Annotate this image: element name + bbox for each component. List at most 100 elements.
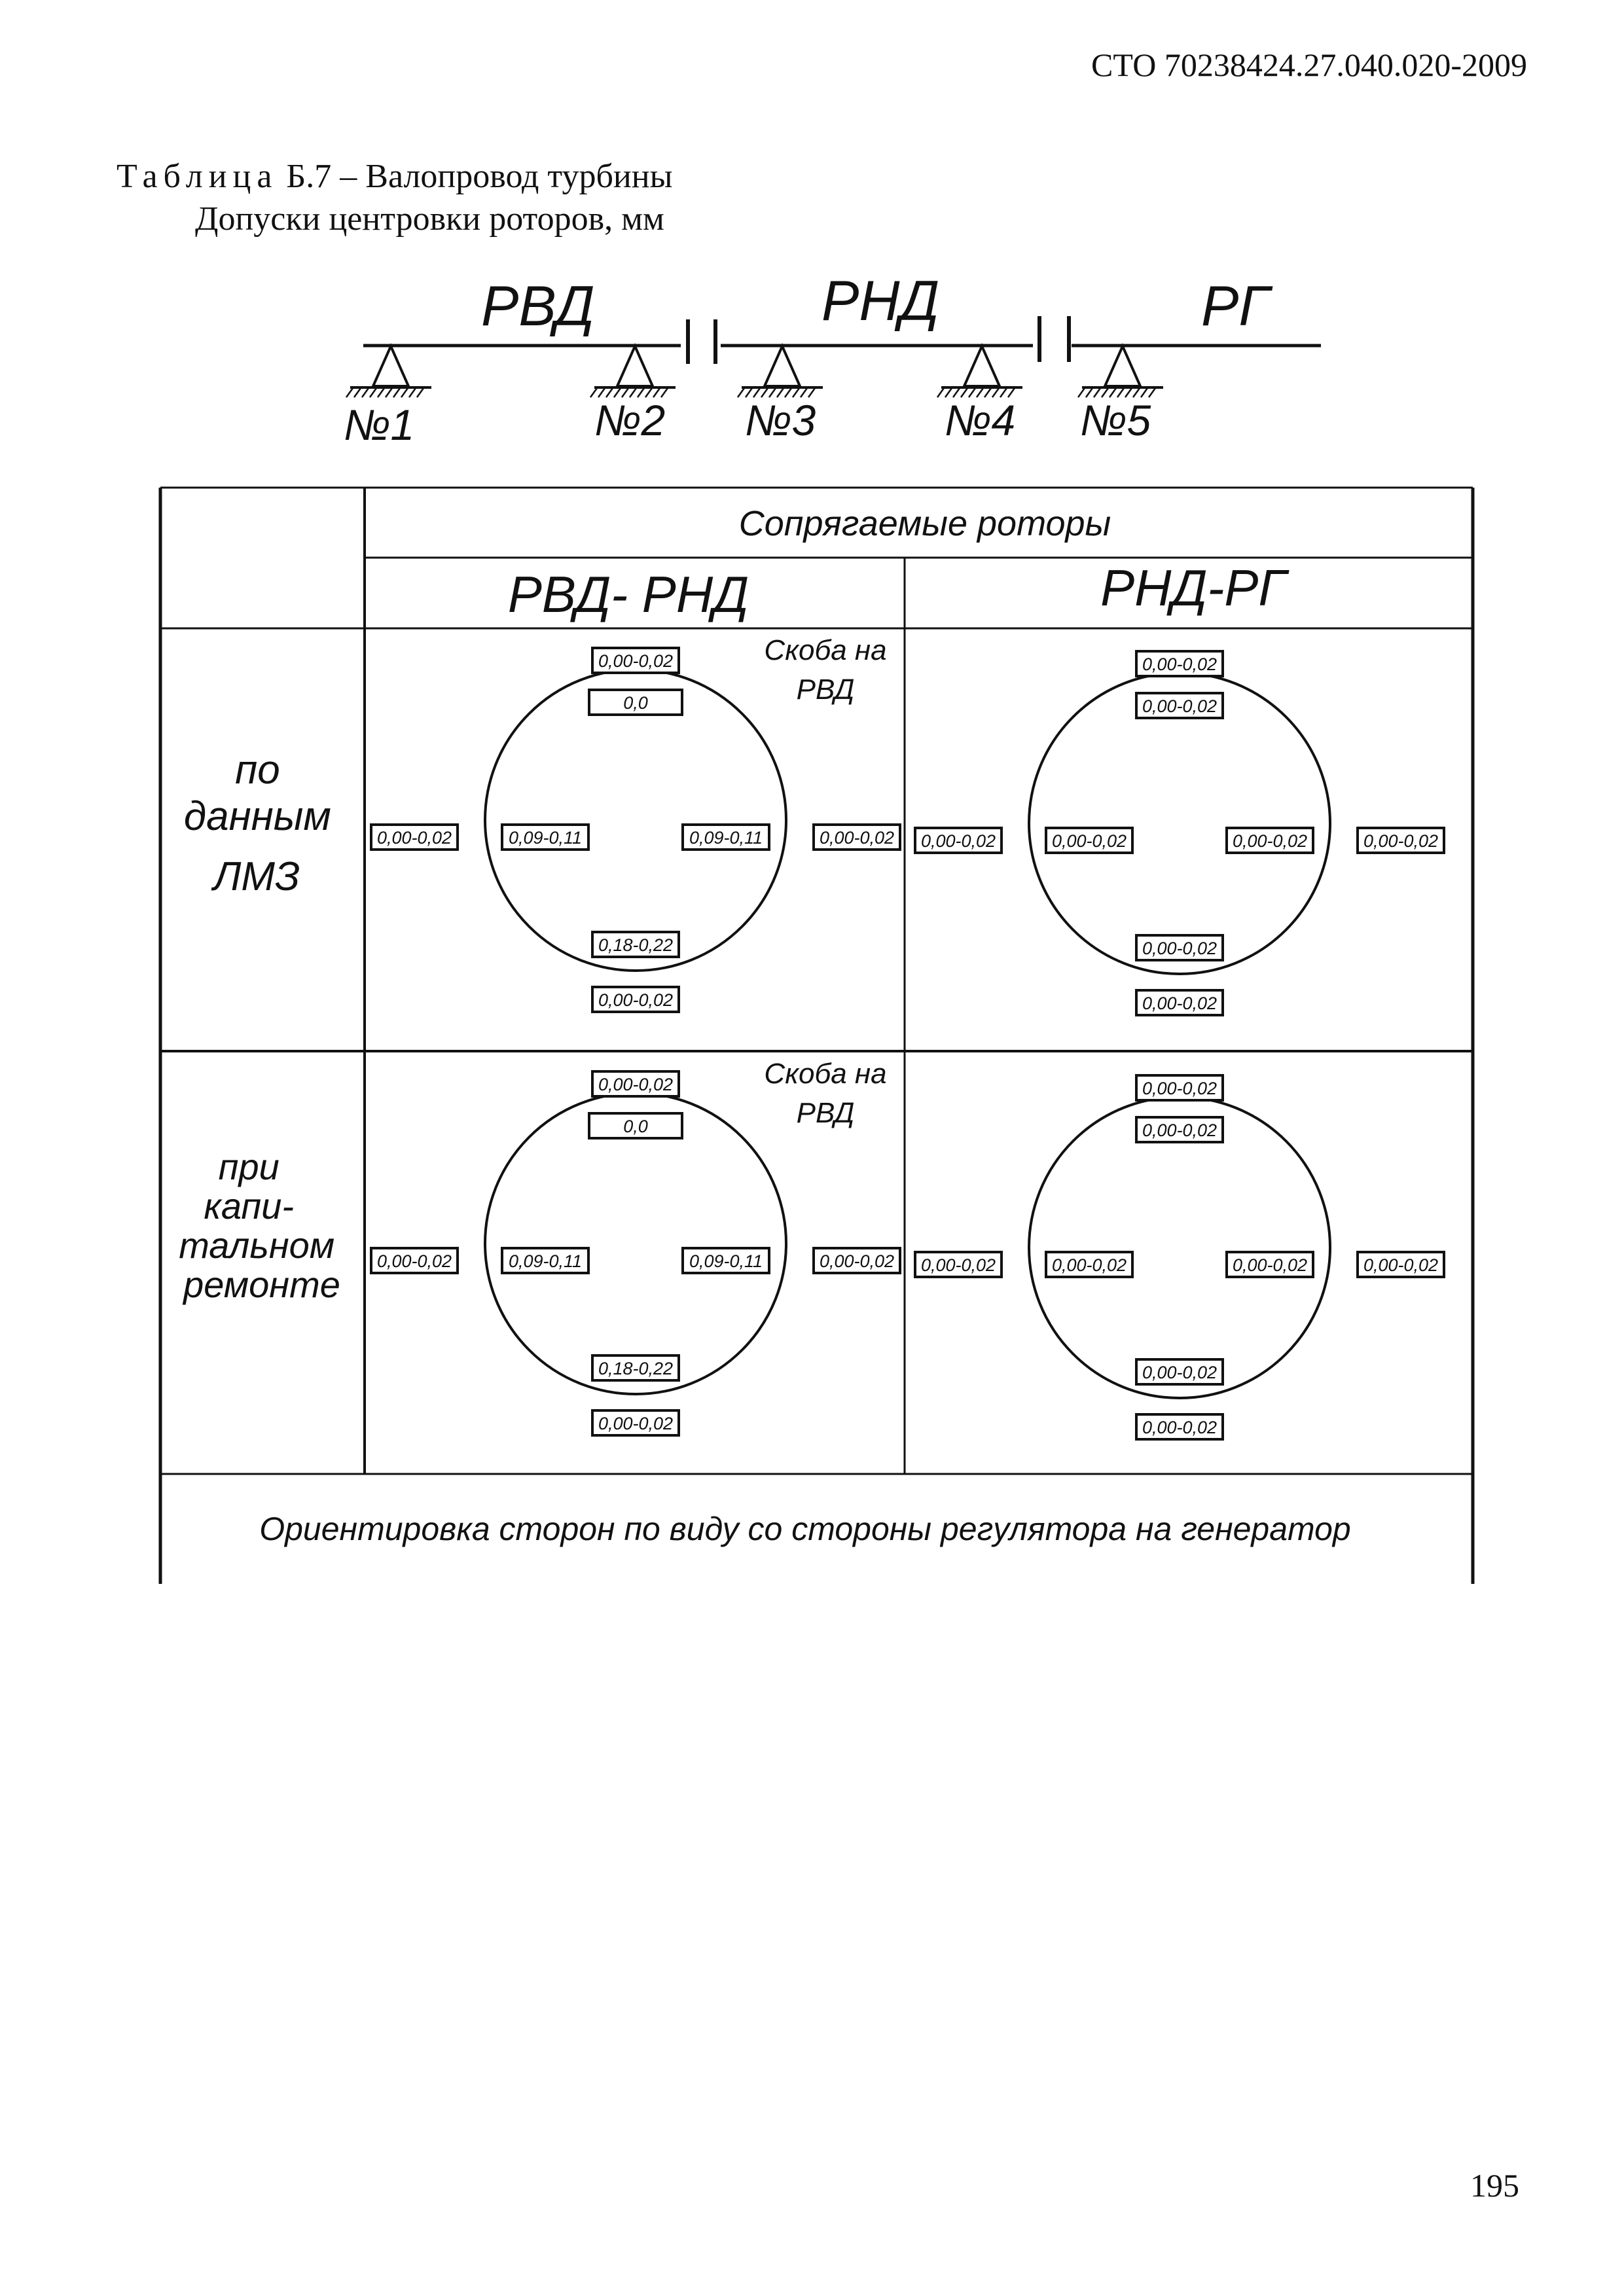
bearing-label-2: №2 xyxy=(594,396,665,444)
svg-text:0,09-0,11: 0,09-0,11 xyxy=(689,828,763,848)
diagram-r2-c2-inner-top-tolerance: 0,00-0,02 xyxy=(1135,1116,1224,1143)
diagram-r1-c2-outer-bottom-tolerance: 0,00-0,02 xyxy=(1135,989,1224,1016)
diagram-r2-c1-inner-right-tolerance: 0,09-0,11 xyxy=(681,1247,770,1274)
diagram-r2-c1-outer-right-tolerance: 0,00-0,02 xyxy=(812,1247,901,1274)
svg-text:0,00-0,02: 0,00-0,02 xyxy=(377,828,452,848)
tolerance-table xyxy=(158,486,1475,1584)
rotor-label-rvd: РВД xyxy=(481,275,594,338)
svg-text:0,00-0,02: 0,00-0,02 xyxy=(598,651,673,671)
svg-text:0,0: 0,0 xyxy=(623,1117,648,1136)
svg-text:0,00-0,02: 0,00-0,02 xyxy=(1142,655,1217,674)
row-label-lmz-line-1: по xyxy=(235,747,280,793)
rotor-label-rg: РГ xyxy=(1201,275,1273,338)
diagram-r1-c2-inner-top-tolerance: 0,00-0,02 xyxy=(1135,692,1224,719)
bearing-support-3-icon xyxy=(736,343,823,398)
svg-text:0,00-0,02: 0,00-0,02 xyxy=(1363,831,1438,851)
svg-text:0,00-0,02: 0,00-0,02 xyxy=(1233,1255,1307,1275)
bearing-support-1-icon xyxy=(345,343,431,398)
svg-text:0,09-0,11: 0,09-0,11 xyxy=(509,1251,582,1271)
svg-text:0,00-0,02: 0,00-0,02 xyxy=(377,1251,452,1271)
svg-text:0,09-0,11: 0,09-0,11 xyxy=(509,828,582,848)
svg-text:0,00-0,02: 0,00-0,02 xyxy=(598,1414,673,1433)
diagram-r2-c1: 0,00-0,02 0,0 0,00-0,02 0,09-0,11 0,09-0,11 0… xyxy=(370,1058,901,1437)
shaft-scheme: РВД РНД РГ №1 №2 №3 №4 №5 xyxy=(344,270,1321,449)
svg-text:0,00-0,02: 0,00-0,02 xyxy=(921,831,996,851)
row-label-lmz-line-3: ЛМЗ xyxy=(211,854,300,899)
diagram-r1-c1-inner-right-tolerance: 0,09-0,11 xyxy=(681,823,770,851)
diagram-r2-c1-outer-left-tolerance: 0,00-0,02 xyxy=(370,1247,459,1274)
bearing-label-1: №1 xyxy=(344,401,414,449)
svg-text:0,00-0,02: 0,00-0,02 xyxy=(1052,1255,1127,1275)
svg-text:0,00-0,02: 0,00-0,02 xyxy=(598,990,673,1010)
svg-text:0,00-0,02: 0,00-0,02 xyxy=(1052,831,1127,851)
diagram-r1-c1-outer-right-tolerance: 0,00-0,02 xyxy=(812,823,901,851)
diagram-r2-c2-outer-left-tolerance: 0,00-0,02 xyxy=(914,1251,1003,1278)
document-code: СТО 70238424.27.040.020-2009 xyxy=(1091,46,1527,83)
diagram-r2-c2-outer-right-tolerance: 0,00-0,02 xyxy=(1356,1251,1445,1278)
row-label-overhaul-line-3: тальном xyxy=(179,1225,334,1266)
diagram-r2-c2-outer-bottom-tolerance: 0,00-0,02 xyxy=(1135,1413,1224,1441)
bearing-support-5-icon xyxy=(1077,343,1163,398)
diagram-r1-c2-inner-bottom-tolerance: 0,00-0,02 xyxy=(1135,934,1224,961)
column-header-rnd-rg: РНД-РГ xyxy=(1100,559,1290,617)
diagram-r1-c2-outer-right-tolerance: 0,00-0,02 xyxy=(1356,827,1445,854)
row-label-overhaul: при капи- тальном ремонте xyxy=(179,1146,344,1305)
diagram-r1-c2-inner-left-tolerance: 0,00-0,02 xyxy=(1045,827,1134,854)
page-number: 195 xyxy=(1470,2167,1519,2204)
bearing-label-5: №5 xyxy=(1080,396,1151,444)
bearing-support-2-icon xyxy=(589,343,676,398)
diagram-r1-c2-outer-top-tolerance: 0,00-0,02 xyxy=(1135,650,1224,677)
row-label-overhaul-line-2: капи- xyxy=(204,1185,294,1227)
table-title: Таблица Б.7 – Валопровод турбины xyxy=(117,156,673,198)
svg-text:0,18-0,22: 0,18-0,22 xyxy=(598,1359,673,1378)
table-title-text: Б.7 – Валопровод турбины xyxy=(278,158,673,195)
diagram-r1-c2-inner-right-tolerance: 0,00-0,02 xyxy=(1225,827,1314,854)
svg-text:0,00-0,02: 0,00-0,02 xyxy=(1363,1255,1438,1275)
alignment-diagrams: 0,00-0,02 0,0 0,00-0,02 0,09-0,11 0,09-0,11 0… xyxy=(370,634,1445,1441)
row-label-lmz: по данным ЛМЗ xyxy=(184,747,342,899)
diagram-r1-c2-outer-left-tolerance: 0,00-0,02 xyxy=(914,827,1003,854)
column-header-rvd-rnd: РВД- РНД xyxy=(508,565,749,623)
row-label-lmz-line-2: данным xyxy=(184,794,331,839)
svg-text:0,00-0,02: 0,00-0,02 xyxy=(1233,831,1307,851)
orientation-note: Ориентировка сторон по виду со стороны р… xyxy=(259,1511,1351,1547)
row-label-overhaul-line-4: ремонте xyxy=(182,1264,340,1305)
group-header: Сопрягаемые роторы xyxy=(739,504,1111,543)
svg-text:0,00-0,02: 0,00-0,02 xyxy=(1142,696,1217,716)
row-label-overhaul-line-1: при xyxy=(219,1146,280,1187)
svg-text:0,00-0,02: 0,00-0,02 xyxy=(1142,1418,1217,1437)
svg-text:0,00-0,02: 0,00-0,02 xyxy=(1142,1079,1217,1098)
diagram-r2-c2-inner-bottom-tolerance: 0,00-0,02 xyxy=(1135,1358,1224,1386)
table-subtitle: Допуски центровки роторов, мм xyxy=(195,200,664,238)
diagram-r1-c2: 0,00-0,02 0,00-0,02 0,00-0,02 0,00-0,02 0,00… xyxy=(914,650,1445,1016)
svg-text:0,00-0,02: 0,00-0,02 xyxy=(820,828,894,848)
svg-text:0,00-0,02: 0,00-0,02 xyxy=(1142,1121,1217,1140)
diagram-r1-c1-outer-left-tolerance: 0,00-0,02 xyxy=(370,823,459,851)
diagram-r1-c1-outer-bottom-tolerance: 0,00-0,02 xyxy=(591,986,680,1013)
diagram-r2-c2: 0,00-0,02 0,00-0,02 0,00-0,02 0,00-0,02 0,00… xyxy=(914,1074,1445,1441)
diagram-r2-c1-outer-top-tolerance: 0,00-0,02 xyxy=(591,1070,680,1098)
svg-text:0,18-0,22: 0,18-0,22 xyxy=(598,935,673,955)
table-title-label: Таблица xyxy=(117,158,278,195)
diagram-r2-c2-outer-top-tolerance: 0,00-0,02 xyxy=(1135,1074,1224,1102)
svg-text:0,00-0,02: 0,00-0,02 xyxy=(1142,939,1217,958)
diagram-r2-c1-outer-bottom-tolerance: 0,00-0,02 xyxy=(591,1409,680,1437)
bearing-label-4: №4 xyxy=(945,396,1015,444)
bearing-support-4-icon xyxy=(936,343,1022,398)
diagram-r2-c2-inner-right-tolerance: 0,00-0,02 xyxy=(1225,1251,1314,1278)
svg-text:0,00-0,02: 0,00-0,02 xyxy=(1142,994,1217,1013)
diagram-r2-c2-inner-left-tolerance: 0,00-0,02 xyxy=(1045,1251,1134,1278)
diagram-r1-c1-inner-left-tolerance: 0,09-0,11 xyxy=(501,823,590,851)
svg-text:0,00-0,02: 0,00-0,02 xyxy=(1142,1363,1217,1382)
diagram-r2-c1-inner-bottom-tolerance: 0,18-0,22 xyxy=(591,1354,680,1382)
rotor-label-rnd: РНД xyxy=(821,270,939,332)
diagram-r1-c1-inner-bottom-tolerance: 0,18-0,22 xyxy=(591,931,680,958)
svg-text:0,00-0,02: 0,00-0,02 xyxy=(820,1251,894,1271)
diagram-r1-c1: 0,00-0,02 0,0 0,00-0,02 0,09-0,11 0,09-0,11 0… xyxy=(370,634,901,1013)
diagram-r2-c1-inner-top-tolerance: 0,0 xyxy=(588,1112,683,1139)
diagram-r2-c1-inner-left-tolerance: 0,09-0,11 xyxy=(501,1247,590,1274)
diagram-r1-c1-inner-top-tolerance: 0,0 xyxy=(588,689,683,716)
